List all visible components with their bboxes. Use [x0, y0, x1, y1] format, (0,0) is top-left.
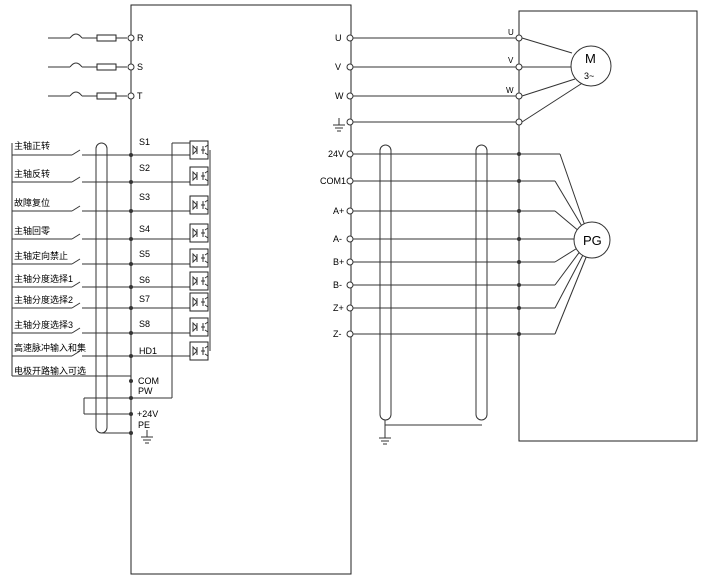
motor-output-u: U U: [335, 28, 573, 54]
terminal-24v-label: +24V: [137, 409, 158, 419]
drive-box: [130, 4, 352, 575]
encoder-terminal-label: 24V: [328, 149, 344, 159]
encoder-terminal-label: A-: [333, 234, 342, 244]
motor-ground: [333, 81, 585, 132]
ground-icon: [333, 118, 345, 132]
power-input-r: R: [48, 33, 144, 43]
terminal-s-label: S: [137, 62, 143, 72]
encoder-row-com1: COM1: [320, 176, 584, 229]
input-row-s4: 主轴回零 S4: [12, 224, 190, 241]
encoder-terminal-label: COM1: [320, 176, 346, 186]
input-row-s3: 故障复位 S3: [12, 192, 190, 213]
drive-w-label: W: [335, 91, 344, 101]
terminal-r-label: R: [137, 33, 144, 43]
input-row-hd1: 高速脉冲输入和集 HD1: [12, 342, 190, 358]
open-collector-note: 电极开路输入可选: [14, 365, 86, 376]
input-terminal-label: HD1: [139, 346, 157, 356]
terminal-t-label: T: [137, 91, 143, 101]
optocoupler-icon: [189, 166, 209, 186]
optocoupler-icon: [189, 195, 209, 215]
encoder-terminal-label: B+: [333, 257, 344, 267]
motor-u-label: U: [508, 28, 514, 37]
terminal-pe-label: PE: [138, 420, 150, 430]
fuse-icon: [96, 34, 117, 42]
encoder-row-z-minus: Z-: [333, 254, 588, 339]
drive-u-label: U: [335, 33, 342, 43]
optocoupler-icon: [189, 317, 209, 337]
encoder-terminal-label: Z-: [333, 329, 342, 339]
optocoupler-icon: [189, 140, 209, 160]
input-terminal-label: S8: [139, 319, 150, 329]
input-row-s5: 主轴定向禁止 S5: [12, 249, 190, 266]
encoder-row-b-plus: B+: [333, 246, 580, 267]
ground-icon: [141, 430, 153, 444]
terminal-com-label: COM: [138, 376, 159, 386]
encoder-terminal-label: B-: [333, 280, 342, 290]
input-row-s1: 主轴正转 S1: [12, 137, 190, 157]
optocoupler-icon: [189, 223, 209, 243]
optocoupler-icon: [189, 248, 209, 268]
input-terminal-label: S4: [139, 224, 150, 234]
encoder-terminal-label: Z+: [333, 303, 344, 313]
encoder-row-b-minus: B-: [333, 249, 582, 290]
encoder-terminal-label: A+: [333, 206, 344, 216]
input-terminal-label: S3: [139, 192, 150, 202]
input-function-label: 主轴回零: [14, 225, 50, 236]
encoder-row-z-plus: Z+: [333, 252, 585, 313]
input-row-s7: 主轴分度选择2 S7: [12, 294, 190, 310]
drive-v-label: V: [335, 62, 341, 72]
input-function-label: 主轴分度选择2: [14, 294, 73, 305]
motor-phase-label: 3~: [584, 71, 594, 81]
input-terminal-label: S7: [139, 294, 150, 304]
optocoupler-icon: [189, 292, 209, 312]
motor-output-v: V V: [335, 56, 572, 72]
motor-w-label: W: [506, 86, 514, 95]
motor-box: [518, 10, 698, 442]
encoder-symbol-label: PG: [583, 233, 602, 248]
input-row-s2: 主轴反转 S2: [12, 163, 190, 184]
power-input-t: T: [48, 91, 143, 101]
motor-output-w: W W: [335, 78, 576, 101]
motor-v-label: V: [508, 56, 514, 65]
input-function-label: 主轴定向禁止: [14, 250, 68, 261]
input-function-label: 主轴分度选择1: [14, 273, 73, 284]
input-function-label: 主轴反转: [14, 168, 50, 179]
encoder-row-a-plus: A+: [333, 206, 581, 233]
input-function-label: 故障复位: [14, 197, 50, 208]
input-row-s6: 主轴分度选择1 S6: [12, 273, 190, 289]
optocoupler-icons: [189, 140, 209, 361]
input-function-label: 高速脉冲输入和集: [14, 342, 86, 353]
input-function-label: 主轴分度选择3: [14, 319, 73, 330]
encoder-row-24v: 24V: [328, 149, 586, 227]
optocoupler-icon: [189, 271, 209, 291]
input-terminal-label: S6: [139, 275, 150, 285]
input-terminal-label: S5: [139, 249, 150, 259]
motor-symbol: M 3~: [570, 45, 612, 87]
input-terminal-label: S2: [139, 163, 150, 173]
power-input-s: S: [48, 62, 143, 72]
encoder-row-a-minus: A-: [333, 234, 575, 244]
optocoupler-icon: [189, 341, 209, 361]
input-function-label: 主轴正转: [14, 140, 50, 151]
fuse-icon: [96, 63, 117, 71]
motor-symbol-label: M: [585, 51, 596, 66]
ground-icon: [379, 437, 391, 445]
input-row-s8: 主轴分度选择3 S8: [12, 319, 190, 335]
input-terminal-label: S1: [139, 137, 150, 147]
terminal-pw-label: PW: [138, 386, 153, 396]
fuse-icon: [96, 92, 117, 100]
encoder-symbol: PG: [573, 221, 611, 259]
